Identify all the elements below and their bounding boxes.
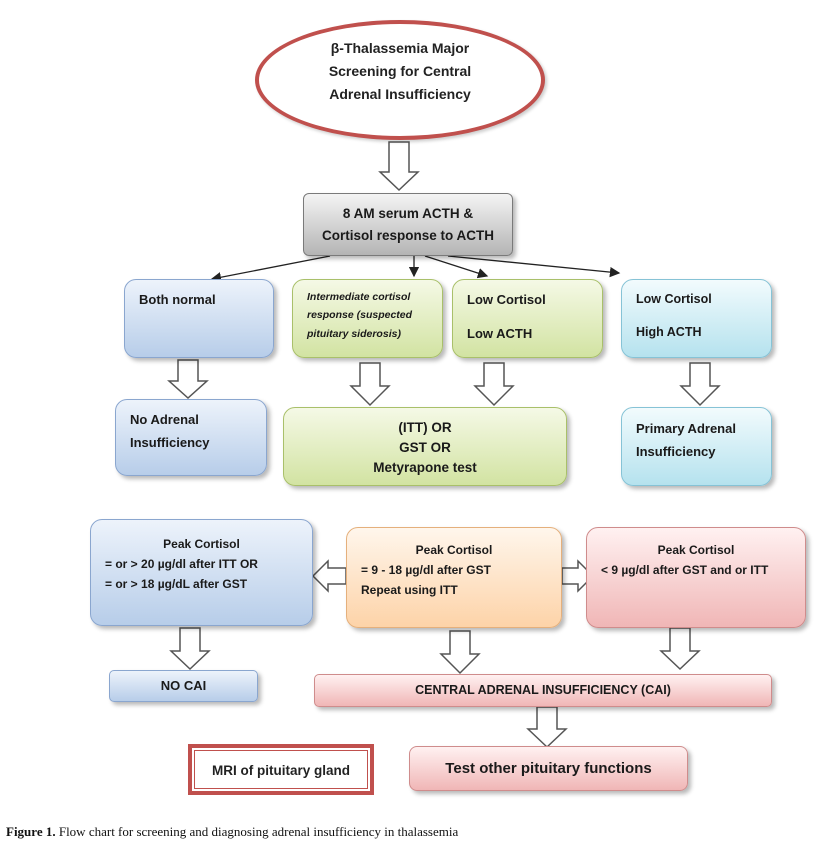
line-to-low-low <box>424 255 489 279</box>
intermediate-line-2: response (suspected <box>307 309 413 322</box>
cai-box: CENTRAL ADRENAL INSUFFICIENCY (CAI) <box>314 674 772 707</box>
mri-box: MRI of pituitary gland <box>188 744 374 795</box>
line-to-both-normal <box>210 255 331 283</box>
tests-line-2: GST OR <box>399 440 451 455</box>
low-high-line-1: Low Cortisol <box>636 292 712 306</box>
block-arrow-peak-normal <box>169 627 211 671</box>
block-arrow-peak-mid <box>439 630 481 675</box>
other-functions-box: Test other pituitary functions <box>409 746 688 791</box>
block-arrow-peak-low <box>659 627 701 671</box>
start-line-2: Screening for Central <box>328 63 472 79</box>
block-arrow-left <box>311 559 347 593</box>
block-arrow-cai <box>526 706 568 749</box>
low-cortisol-low-acth-box: Low Cortisol Low ACTH <box>452 279 603 358</box>
peak-mid-line-1: = 9 - 18 µg/dl after GST <box>361 563 491 577</box>
start-ellipse: β-Thalassemia Major Screening for Centra… <box>255 20 545 140</box>
figure-caption: Figure 1. Flow chart for screening and d… <box>6 824 458 840</box>
mri-label: MRI of pituitary gland <box>212 763 350 778</box>
peak-mid-line-2: Repeat using ITT <box>361 583 458 597</box>
peak-cortisol-low-box: Peak Cortisol < 9 µg/dl after GST and or… <box>586 527 806 628</box>
block-arrow-both-normal <box>167 359 209 400</box>
low-cortisol-high-acth-box: Low Cortisol High ACTH <box>621 279 772 358</box>
no-cai-box: NO CAI <box>109 670 258 702</box>
block-arrow-low-high <box>679 362 721 407</box>
peak-cortisol-mid-box: Peak Cortisol = 9 - 18 µg/dl after GST R… <box>346 527 562 628</box>
start-line-1: β-Thalassemia Major <box>330 40 470 56</box>
both-normal-box: Both normal <box>124 279 274 358</box>
low-low-line-2: Low ACTH <box>467 326 533 342</box>
block-arrow-right <box>561 559 595 593</box>
peak-mid-title: Peak Cortisol <box>415 543 493 557</box>
line-to-low-high <box>447 255 621 278</box>
no-adrenal-line-1: No Adrenal <box>130 412 199 427</box>
peak-low-line-1: < 9 µg/dl after GST and or ITT <box>601 563 769 577</box>
no-cai-label: NO CAI <box>160 678 207 693</box>
block-arrow-low-low <box>473 362 515 407</box>
no-adrenal-box: No Adrenal Insufficiency <box>115 399 267 476</box>
primary-line-1: Primary Adrenal <box>636 421 736 436</box>
primary-adrenal-box: Primary Adrenal Insufficiency <box>621 407 772 486</box>
both-normal-label: Both normal <box>139 292 216 307</box>
block-arrow-intermediate <box>349 362 391 407</box>
other-functions-label: Test other pituitary functions <box>445 760 652 777</box>
peak-normal-title: Peak Cortisol <box>163 537 240 551</box>
primary-line-2: Insufficiency <box>636 444 716 459</box>
tests-line-1: (ITT) OR <box>398 420 452 435</box>
start-line-3: Adrenal Insufficiency <box>329 86 471 102</box>
acth-line-1: 8 AM serum ACTH & <box>342 206 474 221</box>
peak-low-title: Peak Cortisol <box>657 543 735 557</box>
no-adrenal-line-2: Insufficiency <box>130 435 210 450</box>
tests-line-3: Metyrapone test <box>373 460 477 475</box>
peak-cortisol-normal-box: Peak Cortisol = or > 20 µg/dl after ITT … <box>90 519 313 626</box>
peak-normal-line-1: = or > 20 µg/dl after ITT OR <box>105 557 258 571</box>
low-low-line-1: Low Cortisol <box>467 292 546 307</box>
intermediate-line-1: Intermediate cortisol <box>307 291 411 303</box>
acth-test-box: 8 AM serum ACTH & Cortisol response to A… <box>303 193 513 256</box>
peak-normal-line-2: = or > 18 µg/dL after GST <box>105 577 248 591</box>
low-high-line-2: High ACTH <box>636 325 702 340</box>
intermediate-line-3: pituitary siderosis) <box>307 327 401 340</box>
caption-label: Figure 1. <box>6 824 56 839</box>
acth-line-2: Cortisol response to ACTH <box>321 228 494 243</box>
block-arrow-start <box>378 141 420 192</box>
intermediate-box: Intermediate cortisol response (suspecte… <box>292 279 443 358</box>
caption-text: Flow chart for screening and diagnosing … <box>55 824 459 839</box>
tests-box: (ITT) OR GST OR Metyrapone test <box>283 407 567 486</box>
cai-label: CENTRAL ADRENAL INSUFFICIENCY (CAI) <box>415 683 671 697</box>
